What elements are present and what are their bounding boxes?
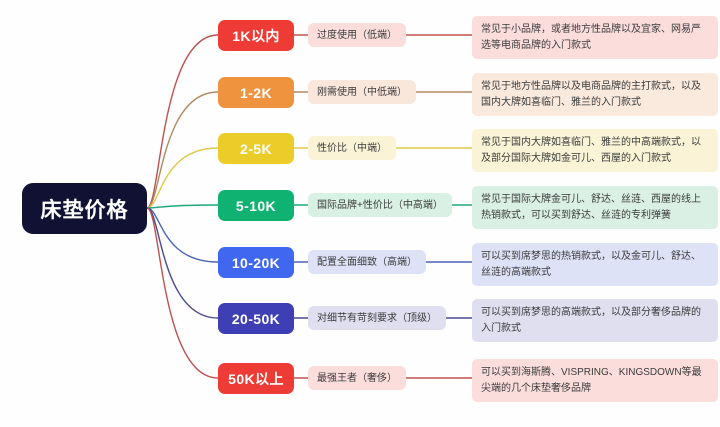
note-text: 可以买到席梦思的热销款式，以及金可儿、舒达、丝涟的高端款式 [481,251,701,278]
descriptor-pill-7[interactable]: 最强王者（奢侈） [308,366,406,390]
price-chip-label: 1K以内 [232,27,280,44]
descriptor-label: 最强王者（奢侈） [317,372,397,384]
descriptor-label: 过度使用（低端） [317,29,397,41]
descriptor-pill-3[interactable]: 性价比（中端） [308,136,396,160]
note-block-5[interactable]: 可以买到席梦思的热销款式，以及金可儿、舒达、丝涟的高端款式 [472,243,718,286]
note-text: 常见于地方性品牌以及电商品牌的主打款式，以及国内大牌如喜临门、雅兰的入门款式 [481,81,701,108]
price-chip-2-5k[interactable]: 2-5K [218,133,294,164]
note-block-6[interactable]: 可以买到席梦思的高端款式，以及部分奢侈品牌的入门款式 [472,299,718,342]
note-text: 常见于小品牌，或者地方性品牌以及宜家、网易严选等电商品牌的入门款式 [481,24,701,51]
descriptor-pill-6[interactable]: 对细节有苛刻要求（顶级） [308,306,446,330]
price-chip-label: 50K以上 [228,370,284,387]
price-chip-5-10k[interactable]: 5-10K [218,190,294,221]
note-text: 常见于国际大牌金可儿、舒达、丝涟、西屋的线上热销款式，可以买到舒达、丝涟的专利弹… [481,194,701,221]
price-chip-1k-under[interactable]: 1K以内 [218,20,294,51]
note-block-1[interactable]: 常见于小品牌，或者地方性品牌以及宜家、网易严选等电商品牌的入门款式 [472,16,718,59]
price-chip-1-2k[interactable]: 1-2K [218,77,294,108]
price-chip-label: 1-2K [240,84,272,101]
price-chip-50k-over[interactable]: 50K以上 [218,363,294,394]
note-text: 可以买到席梦思的高端款式，以及部分奢侈品牌的入门款式 [481,307,701,334]
descriptor-label: 配置全面细致（高端） [317,256,417,268]
descriptor-pill-4[interactable]: 国际品牌+性价比（中高端） [308,193,452,217]
price-chip-label: 5-10K [235,197,277,214]
note-text: 常见于国内大牌如喜临门、雅兰的中高端款式，以及部分国际大牌如金可儿、西屋的入门款… [481,137,701,164]
root-node-label: 床垫价格 [40,198,129,222]
price-chip-label: 2-5K [240,140,272,157]
descriptor-pill-1[interactable]: 过度使用（低端） [308,23,406,47]
note-block-7[interactable]: 可以买到海斯腾、VISPRING、KINGSDOWN等最尖端的几个床垫奢侈品牌 [472,359,718,402]
price-chip-label: 10-20K [231,254,281,271]
note-block-2[interactable]: 常见于地方性品牌以及电商品牌的主打款式，以及国内大牌如喜临门、雅兰的入门款式 [472,73,718,116]
descriptor-pill-2[interactable]: 刚需使用（中低端） [308,80,416,104]
note-block-3[interactable]: 常见于国内大牌如喜临门、雅兰的中高端款式，以及部分国际大牌如金可儿、西屋的入门款… [472,129,718,172]
descriptor-label: 对细节有苛刻要求（顶级） [317,312,437,324]
descriptor-label: 国际品牌+性价比（中高端） [317,199,443,211]
descriptor-label: 性价比（中端） [317,142,387,154]
price-chip-10-20k[interactable]: 10-20K [218,247,294,278]
price-chip-label: 20-50K [231,310,281,327]
note-text: 可以买到海斯腾、VISPRING、KINGSDOWN等最尖端的几个床垫奢侈品牌 [481,367,702,394]
descriptor-label: 刚需使用（中低端） [317,86,407,98]
price-chip-20-50k[interactable]: 20-50K [218,303,294,334]
root-node[interactable]: 床垫价格 [22,183,147,234]
descriptor-pill-5[interactable]: 配置全面细致（高端） [308,250,426,274]
note-block-4[interactable]: 常见于国际大牌金可儿、舒达、丝涟、西屋的线上热销款式，可以买到舒达、丝涟的专利弹… [472,186,718,229]
